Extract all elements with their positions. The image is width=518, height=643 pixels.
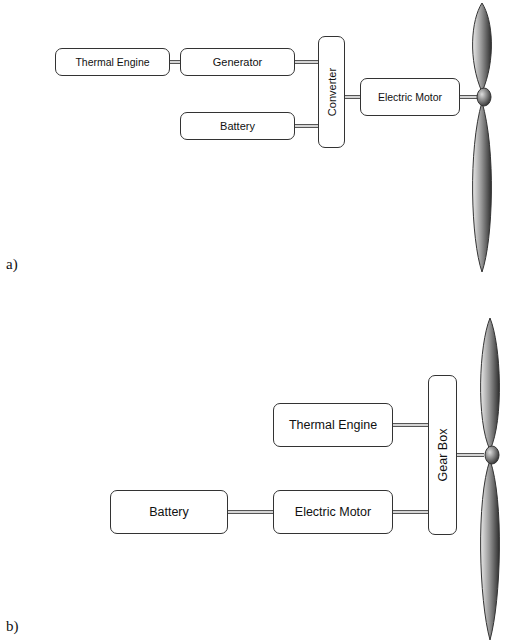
- vertical-block: Converter: [318, 36, 345, 148]
- connector-line: [393, 423, 428, 427]
- component-label: Generator: [186, 56, 289, 69]
- component-label: Thermal Engine: [61, 56, 164, 68]
- component-box: Battery: [180, 112, 295, 140]
- component-box: Battery: [110, 490, 228, 534]
- connector-core: [345, 96, 360, 98]
- connector-line: [393, 510, 428, 514]
- power-link: [393, 425, 428, 426]
- connector-line: [170, 60, 180, 64]
- connector-core: [393, 511, 428, 513]
- connector-line: [345, 95, 360, 99]
- shaft-line: [457, 455, 484, 456]
- power-link: [345, 97, 360, 98]
- power-link: [228, 512, 273, 513]
- component-label: Converter: [325, 68, 338, 116]
- component-label: Thermal Engine: [279, 418, 387, 432]
- vertical-block: Gear Box: [428, 375, 457, 535]
- component-label: Gear Box: [435, 429, 449, 482]
- component-label: Electric Motor: [366, 91, 454, 103]
- connector-core: [170, 61, 180, 63]
- power-link: [170, 62, 180, 63]
- connector-core: [295, 61, 318, 63]
- component-box: Thermal Engine: [273, 403, 393, 447]
- connector-core: [295, 125, 318, 127]
- power-link: [393, 512, 428, 513]
- subfigure-label: b): [6, 618, 19, 635]
- connector-core: [228, 511, 273, 513]
- propeller: [473, 3, 492, 272]
- subfigure-label: a): [6, 256, 18, 273]
- component-box: Thermal Engine: [55, 48, 170, 76]
- connector-core: [393, 424, 428, 426]
- component-box: Electric Motor: [273, 490, 393, 534]
- propeller: [481, 318, 500, 640]
- component-label: Battery: [186, 120, 289, 133]
- power-link: [295, 62, 318, 63]
- shaft-line: [460, 97, 478, 98]
- connector-line: [228, 510, 273, 514]
- component-box: Generator: [180, 48, 295, 76]
- connector-line: [295, 124, 318, 128]
- component-label: Electric Motor: [279, 505, 387, 519]
- power-link: [295, 126, 318, 127]
- connector-line: [295, 60, 318, 64]
- component-label: Battery: [116, 505, 222, 519]
- component-box: Electric Motor: [360, 78, 460, 116]
